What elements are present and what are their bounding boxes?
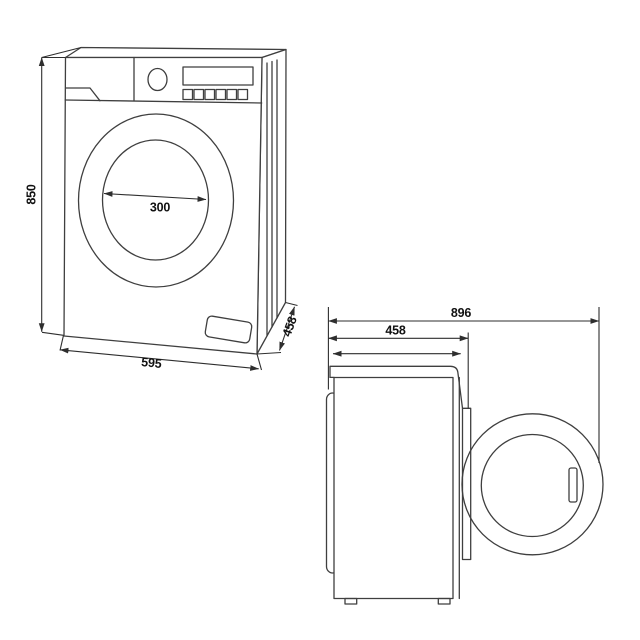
depth-top-label: 458 bbox=[385, 324, 406, 338]
dimension-depth-front: 458 bbox=[256, 301, 300, 355]
drum-diameter-label: 300 bbox=[150, 201, 171, 215]
dimension-drum-diameter: 300 bbox=[103, 191, 207, 215]
service-hatch bbox=[204, 315, 253, 344]
width-label: 595 bbox=[141, 355, 163, 371]
panel-button bbox=[226, 88, 238, 101]
detergent-drawer bbox=[64, 87, 101, 102]
height-label: 850 bbox=[25, 184, 39, 205]
panel-button bbox=[193, 88, 205, 101]
button-row bbox=[182, 88, 249, 101]
dimension-width: 595 bbox=[59, 335, 263, 371]
dimension-depth-top: 458 bbox=[328, 324, 469, 409]
side-panel-grooves bbox=[266, 59, 278, 337]
program-knob bbox=[147, 67, 168, 92]
depth-label: 458 bbox=[280, 314, 300, 338]
open-door-inner-ring bbox=[480, 433, 584, 538]
control-panel bbox=[64, 56, 263, 104]
dimension-height: 850 bbox=[25, 46, 82, 336]
control-panel-bottom-line bbox=[64, 99, 263, 104]
washer-top-face bbox=[64, 46, 287, 59]
open-door-outer-ring bbox=[461, 413, 604, 556]
foot-right bbox=[437, 597, 451, 605]
door-handle bbox=[568, 467, 578, 503]
panel-button bbox=[182, 88, 194, 101]
door-outer-ring bbox=[77, 113, 235, 288]
cabinet-body bbox=[333, 376, 454, 600]
door-hinge-plate bbox=[461, 407, 472, 561]
top-view bbox=[325, 365, 604, 605]
panel-button bbox=[215, 88, 227, 101]
panel-button bbox=[204, 88, 216, 101]
panel-button bbox=[237, 88, 249, 101]
display-window bbox=[182, 66, 254, 86]
front-view: 300 bbox=[63, 46, 287, 355]
foot-left bbox=[344, 597, 358, 605]
depth-open-label: 896 bbox=[451, 306, 472, 320]
drum-opening bbox=[101, 139, 210, 261]
lid bbox=[329, 365, 464, 409]
dimension-depth-open: 896 bbox=[327, 306, 600, 463]
